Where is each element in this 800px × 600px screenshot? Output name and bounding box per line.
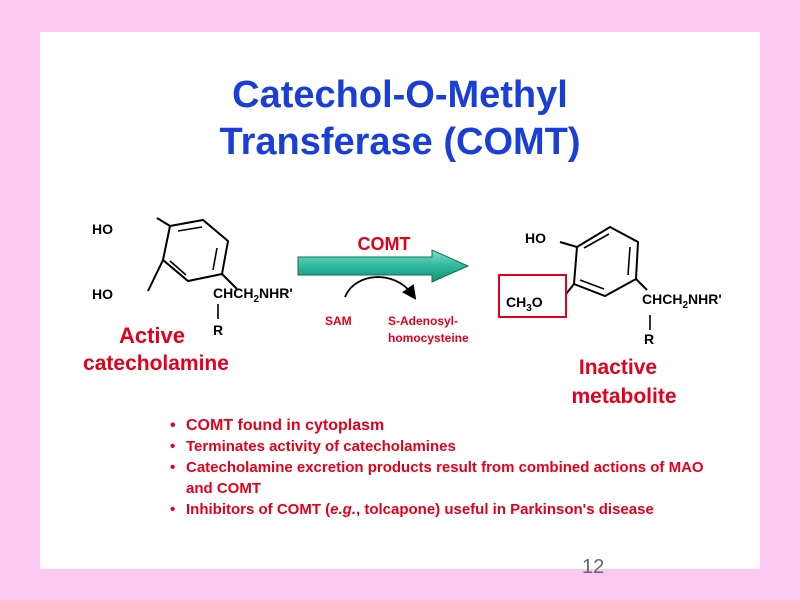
reaction-arrow: [297, 249, 470, 283]
slide-title: Catechol-O-Methyl Transferase (COMT): [40, 72, 760, 166]
product-caption-line2: metabolite: [571, 385, 676, 408]
benzene-ring-reactant: [161, 218, 230, 283]
title-line-2: Transferase (COMT): [219, 121, 581, 163]
product-ho-top: HO: [525, 230, 546, 246]
reactant-side-chain: CHCH2NHR': [213, 285, 293, 305]
product-caption-line1: Inactive: [579, 356, 657, 379]
reactant-r-group: R: [213, 322, 223, 338]
slide: Catechol-O-Methyl Transferase (COMT): [40, 32, 760, 569]
reactant-caption-line1: Active: [119, 323, 185, 348]
bullet-item: Terminates activity of catecholamines: [168, 436, 728, 457]
bullet-item: Inhibitors of COMT (e.g., tolcapone) use…: [168, 499, 728, 520]
bullet-item: Catecholamine excretion products result …: [168, 457, 728, 499]
product-side-chain: CHCH2NHR': [642, 291, 722, 311]
page-number: 12: [582, 556, 605, 578]
reactant-ho-bottom: HO: [92, 286, 113, 302]
methyl-highlight-box: [498, 274, 567, 318]
metabolite-structure: HO CH3O CHCH2NHR' R: [498, 225, 722, 347]
catecholamine-structure: HO HO CHCH2NHR' R: [92, 217, 293, 338]
bullet-item: COMT found in cytoplasm: [168, 415, 728, 436]
reactant-caption-line2: catecholamine: [83, 352, 229, 375]
reactant-ho-top: HO: [92, 221, 113, 237]
title-line-1: Catechol-O-Methyl: [232, 74, 568, 116]
byproduct-line2: homocysteine: [388, 331, 469, 345]
byproduct-line1: S-Adenosyl-: [388, 314, 458, 328]
enzyme-label: COMT: [358, 234, 411, 254]
cofactor-label: SAM: [325, 314, 352, 328]
bullet-list: COMT found in cytoplasm Terminates activ…: [168, 415, 728, 520]
cofactor-curved-arrow: [344, 276, 417, 300]
product-methoxy: CH3O: [506, 294, 543, 314]
product-r-group: R: [644, 331, 654, 347]
reaction-diagram: HO HO CHCH2NHR' R Active catecholamine C…: [83, 217, 722, 408]
